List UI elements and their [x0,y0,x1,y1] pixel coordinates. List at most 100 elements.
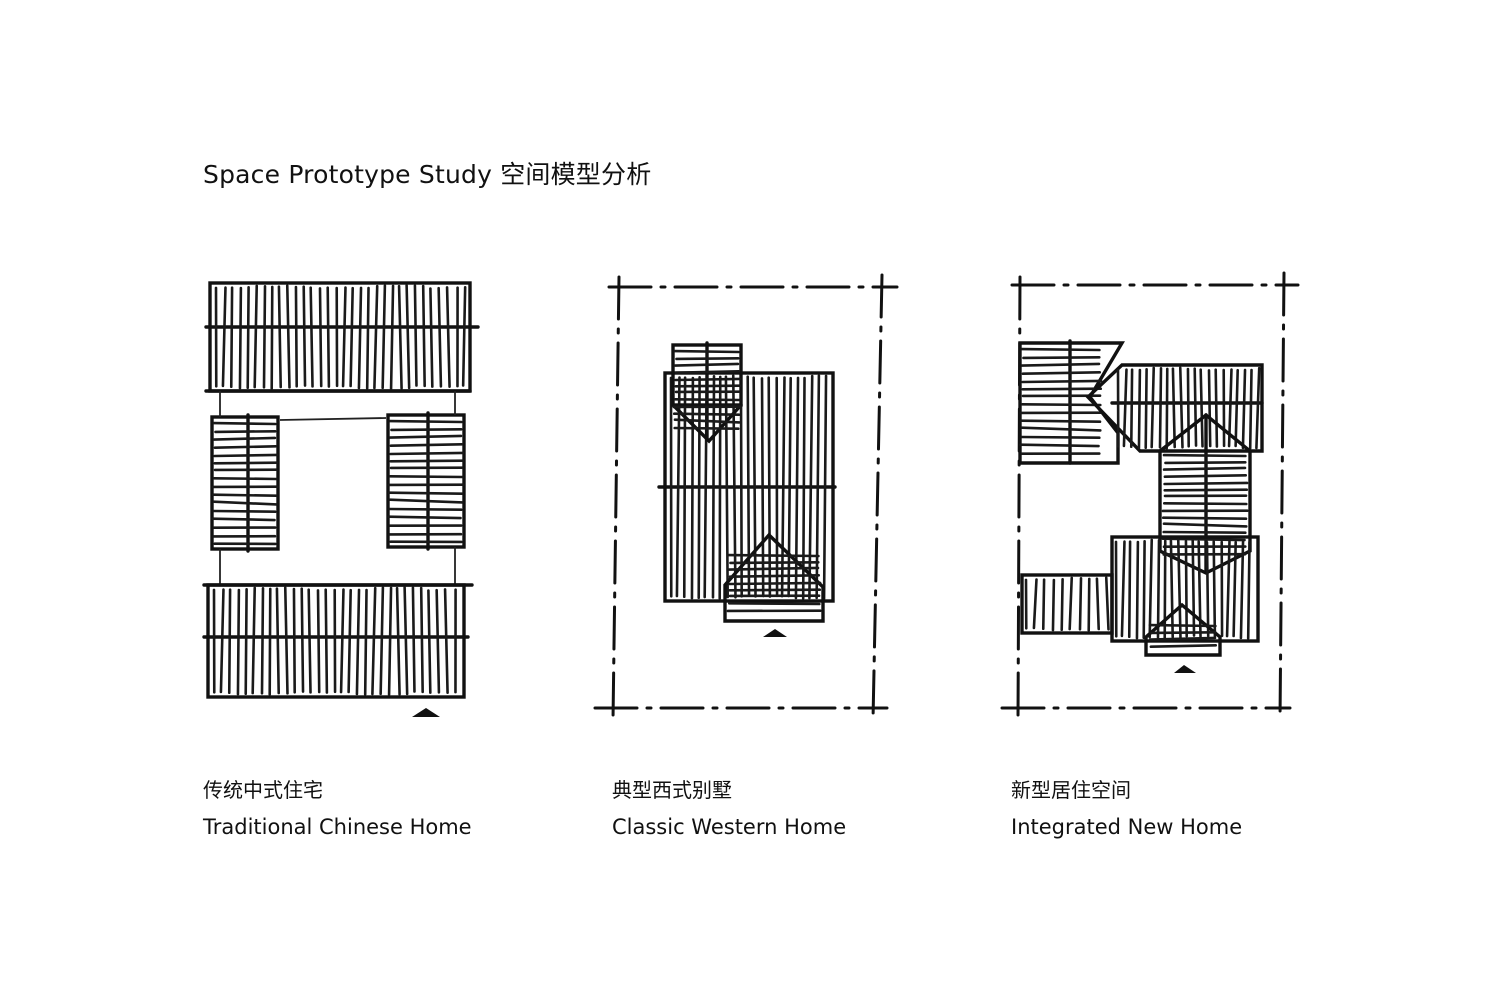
hatch-line [212,509,277,513]
hatch-line [1193,367,1198,447]
hatch-line [349,286,354,388]
hatch-line [275,587,281,695]
hatch-line [1104,576,1110,631]
hatch-line [1087,577,1091,632]
villa-plan-drawing [593,273,899,722]
site-boundary [593,273,899,722]
hatch-line [211,493,278,498]
hatch-line [389,459,465,463]
hatch-line [1161,516,1248,521]
hatch-line [1129,368,1134,449]
hatch-line [411,586,416,693]
hatch-line [389,442,464,448]
hatch-line [390,427,463,432]
traditional-chinese-home-sketch [200,265,510,730]
hatch-line [729,560,820,565]
hatch-line [1019,443,1100,448]
hatch-line [302,285,307,387]
hatch-line [1156,538,1161,639]
hatch-line [294,285,298,388]
hatch-line [1060,577,1064,632]
hatch-line [262,284,267,389]
hatch-line [1234,368,1239,448]
hatch-line [1144,367,1148,450]
hatch-line [1207,369,1212,448]
hatch-line [1162,522,1248,528]
hatch-line [1162,466,1247,471]
caption-en-integrated: Integrated New Home [1011,815,1243,839]
hatch-line [674,369,741,375]
hatch-line [260,586,265,695]
hatch-line [752,376,757,598]
hatch-line [316,589,321,694]
hatch-line [389,284,395,390]
hatch-line [1165,367,1169,450]
hatch-line [229,286,234,389]
courtyard-plan-drawing [202,281,480,717]
hatch-line [292,587,296,694]
entrance-marker-icon [763,629,787,637]
hatch-line [1214,368,1219,448]
hatch-line [277,285,283,389]
hatch-line [389,451,465,456]
integrated-new-home-sketch [1000,265,1310,730]
hatch-line [213,461,279,465]
hatch-line [388,419,463,424]
hatch-line [387,586,393,696]
hatch-line [1241,368,1247,450]
hatch-line [1148,623,1217,628]
hatch-line [373,284,379,390]
hatch-line [673,418,741,424]
hatch-line [673,362,740,367]
hatch-line [355,588,361,696]
hatch-line [739,375,743,598]
site-boundary [1000,271,1300,722]
hatch-line [429,287,434,388]
hatch-line [1161,537,1246,542]
page-title: Space Prototype Study 空间模型分析 [203,160,652,189]
hatch-line [1021,387,1103,391]
hatch-line [1148,538,1154,639]
hatch-line [1255,366,1261,450]
hatch-line [388,498,464,504]
south-wing [1020,535,1260,643]
hatch-line [379,586,385,696]
caption-en-traditional: Traditional Chinese Home [203,815,472,839]
hatch-line [1164,460,1247,465]
hatch-line [437,286,443,388]
hatch-line [1022,355,1101,360]
north-block [204,281,480,393]
hatch-line [1020,426,1102,432]
hatch-line [697,375,701,600]
hatch-line [1032,578,1038,630]
hatch-line [461,286,467,387]
south-block [202,583,474,699]
hatch-line [435,588,441,694]
hatch-line [1162,501,1248,506]
hatch-line [214,429,277,434]
hatch-line [213,444,278,450]
hatch-line [673,349,740,354]
hatch-line [787,376,792,598]
hatch-line [1225,540,1231,638]
hatch-line [1169,539,1175,639]
hatch-line [212,500,278,506]
hatch-line [728,588,822,592]
hatch-line [1162,530,1247,534]
hatch-line [363,588,368,696]
hatch-line [387,491,464,496]
hatch-line [211,517,276,522]
hatch-line [690,376,695,600]
hatch-line [347,588,352,694]
hatch-line [339,588,345,694]
hatch-line [1149,643,1218,649]
hatch-line [371,586,377,696]
hatch-line [808,374,814,600]
hatch-line [388,474,464,479]
hatch-line [387,515,462,520]
hatch-line [1163,473,1248,479]
hatch-line [801,376,806,600]
hatch-line [1127,540,1132,639]
hatch-line [1191,539,1196,637]
hatch-line [268,587,272,696]
